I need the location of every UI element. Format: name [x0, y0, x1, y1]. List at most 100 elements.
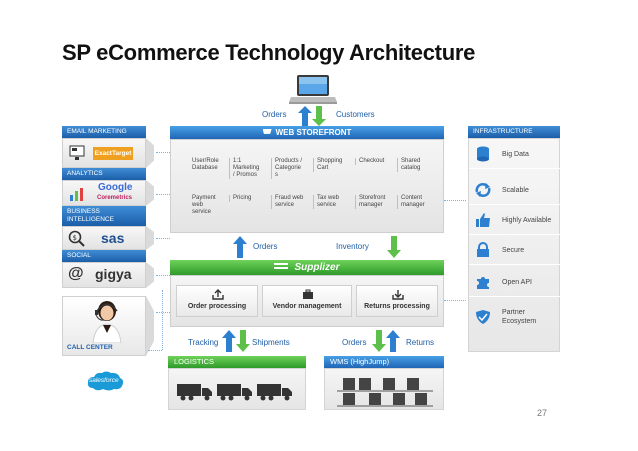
database-icon: [475, 146, 491, 162]
arrow-down-icon: [312, 106, 326, 131]
download-icon: [392, 289, 404, 302]
upload-icon: [212, 289, 224, 302]
storefront-cell: Pricing: [229, 195, 267, 202]
connector-line: [444, 200, 466, 201]
supplizer-header: Supplizer: [170, 260, 444, 275]
connector-line: [444, 300, 466, 301]
shield-icon: [475, 309, 491, 325]
connector-line: [156, 312, 170, 313]
infra-item-scalable: Scalable: [469, 175, 561, 205]
logistics-header: LOGISTICS: [168, 356, 306, 368]
infra-item-big-data: Big Data: [469, 139, 561, 169]
call-center-box: CALL CENTER: [62, 296, 146, 356]
page-title: SP eCommerce Technology Architecture: [62, 40, 476, 65]
arrow-down-icon: [387, 236, 401, 263]
puzzle-icon: [475, 274, 491, 290]
page-number: 27: [537, 408, 548, 418]
at-icon: @: [68, 265, 84, 282]
salesforce-logo: salesforce: [85, 370, 125, 392]
email-marketing-box: ExactTarget: [62, 138, 146, 168]
dollar-search-icon: $: [68, 230, 86, 253]
flow-label-orders-bottom: Orders: [342, 338, 367, 347]
business-intelligence-box: $ sas: [62, 226, 146, 250]
storefront-cart-icon: [262, 129, 272, 134]
call-center-tab: [146, 296, 154, 356]
briefcase-icon: [302, 289, 314, 302]
flow-label-returns: Returns: [406, 338, 435, 347]
monitor-icon: [69, 145, 85, 166]
logistics-body: [168, 368, 306, 410]
analytics-header: ANALYTICS: [62, 168, 146, 180]
social-box: @ gigya: [62, 262, 146, 288]
business-intelligence-tab: [146, 226, 154, 250]
arrow-down-icon: [236, 330, 250, 357]
infrastructure-body: Big Data Scalable Highly Available Secur…: [468, 138, 561, 352]
infrastructure-header: INFRASTRUCTURE: [468, 126, 560, 138]
order-processing-button[interactable]: Order processing: [176, 285, 258, 317]
bi-label-1: BUSINESS: [67, 208, 100, 215]
email-marketing-header: EMAIL MARKETING: [62, 126, 146, 138]
truck-icon: [257, 383, 293, 406]
arrow-up-icon: [233, 236, 247, 263]
social-tab: [146, 262, 154, 288]
connector-line: [148, 350, 162, 351]
connector-line: [156, 275, 170, 276]
order-processing-label: Order processing: [187, 303, 247, 310]
gigya-logo: gigya: [95, 266, 132, 282]
flow-label-orders-top: Orders: [262, 110, 287, 119]
infra-item-highly-available: Highly Available: [469, 205, 561, 235]
flow-label-inventory-mid: Inventory: [336, 242, 369, 251]
web-storefront-header: WEB STOREFRONT: [170, 126, 444, 139]
exacttarget-logo: ExactTarget: [93, 147, 133, 160]
vendor-management-button[interactable]: Vendor management: [262, 285, 352, 317]
infra-item-open-api: Open API: [469, 267, 561, 297]
svg-text:$: $: [73, 234, 77, 242]
bi-label-2: INTELLIGENCE: [67, 216, 114, 223]
sas-logo: sas: [101, 230, 125, 246]
analytics-box: Google Coremetrics: [62, 180, 146, 206]
connector-line: [156, 238, 170, 239]
supplizer-logo-icon: [274, 263, 289, 269]
chart-icon: [69, 186, 85, 207]
coremetrics-logo: Coremetrics: [97, 195, 133, 201]
supplizer-title: Supplizer: [294, 262, 340, 273]
call-center-agent-icon: [91, 299, 123, 348]
wms-body: [324, 368, 444, 410]
infra-item-partner-ecosystem: Partner Ecosystem: [469, 303, 561, 343]
arrow-down-icon: [372, 330, 386, 357]
lock-icon: [475, 242, 491, 258]
returns-processing-label: Returns processing: [364, 303, 430, 310]
call-center-label: CALL CENTER: [67, 344, 113, 351]
analytics-tab: [146, 180, 154, 206]
connector-line: [162, 290, 163, 350]
truck-icon: [217, 383, 253, 406]
arrow-up-icon: [222, 330, 236, 357]
social-header: SOCIAL: [62, 250, 146, 262]
business-intelligence-header: BUSINESS INTELLIGENCE: [62, 206, 146, 226]
wms-header: WMS (HighJump): [324, 356, 444, 368]
flow-label-customers-top: Customers: [336, 110, 375, 119]
scale-arrows-icon: [475, 182, 491, 198]
vendor-management-label: Vendor management: [272, 303, 342, 310]
returns-processing-button[interactable]: Returns processing: [356, 285, 438, 317]
laptop-icon: [289, 74, 337, 104]
email-marketing-tab: [146, 138, 154, 168]
thumbs-up-icon: [475, 212, 491, 228]
storefront-cell: Checkout: [355, 158, 393, 165]
connector-line: [156, 152, 170, 153]
google-logo: Google: [98, 182, 133, 193]
flow-label-shipments: Shipments: [252, 338, 290, 347]
flow-label-tracking: Tracking: [188, 338, 219, 347]
arrow-up-icon: [386, 330, 400, 357]
